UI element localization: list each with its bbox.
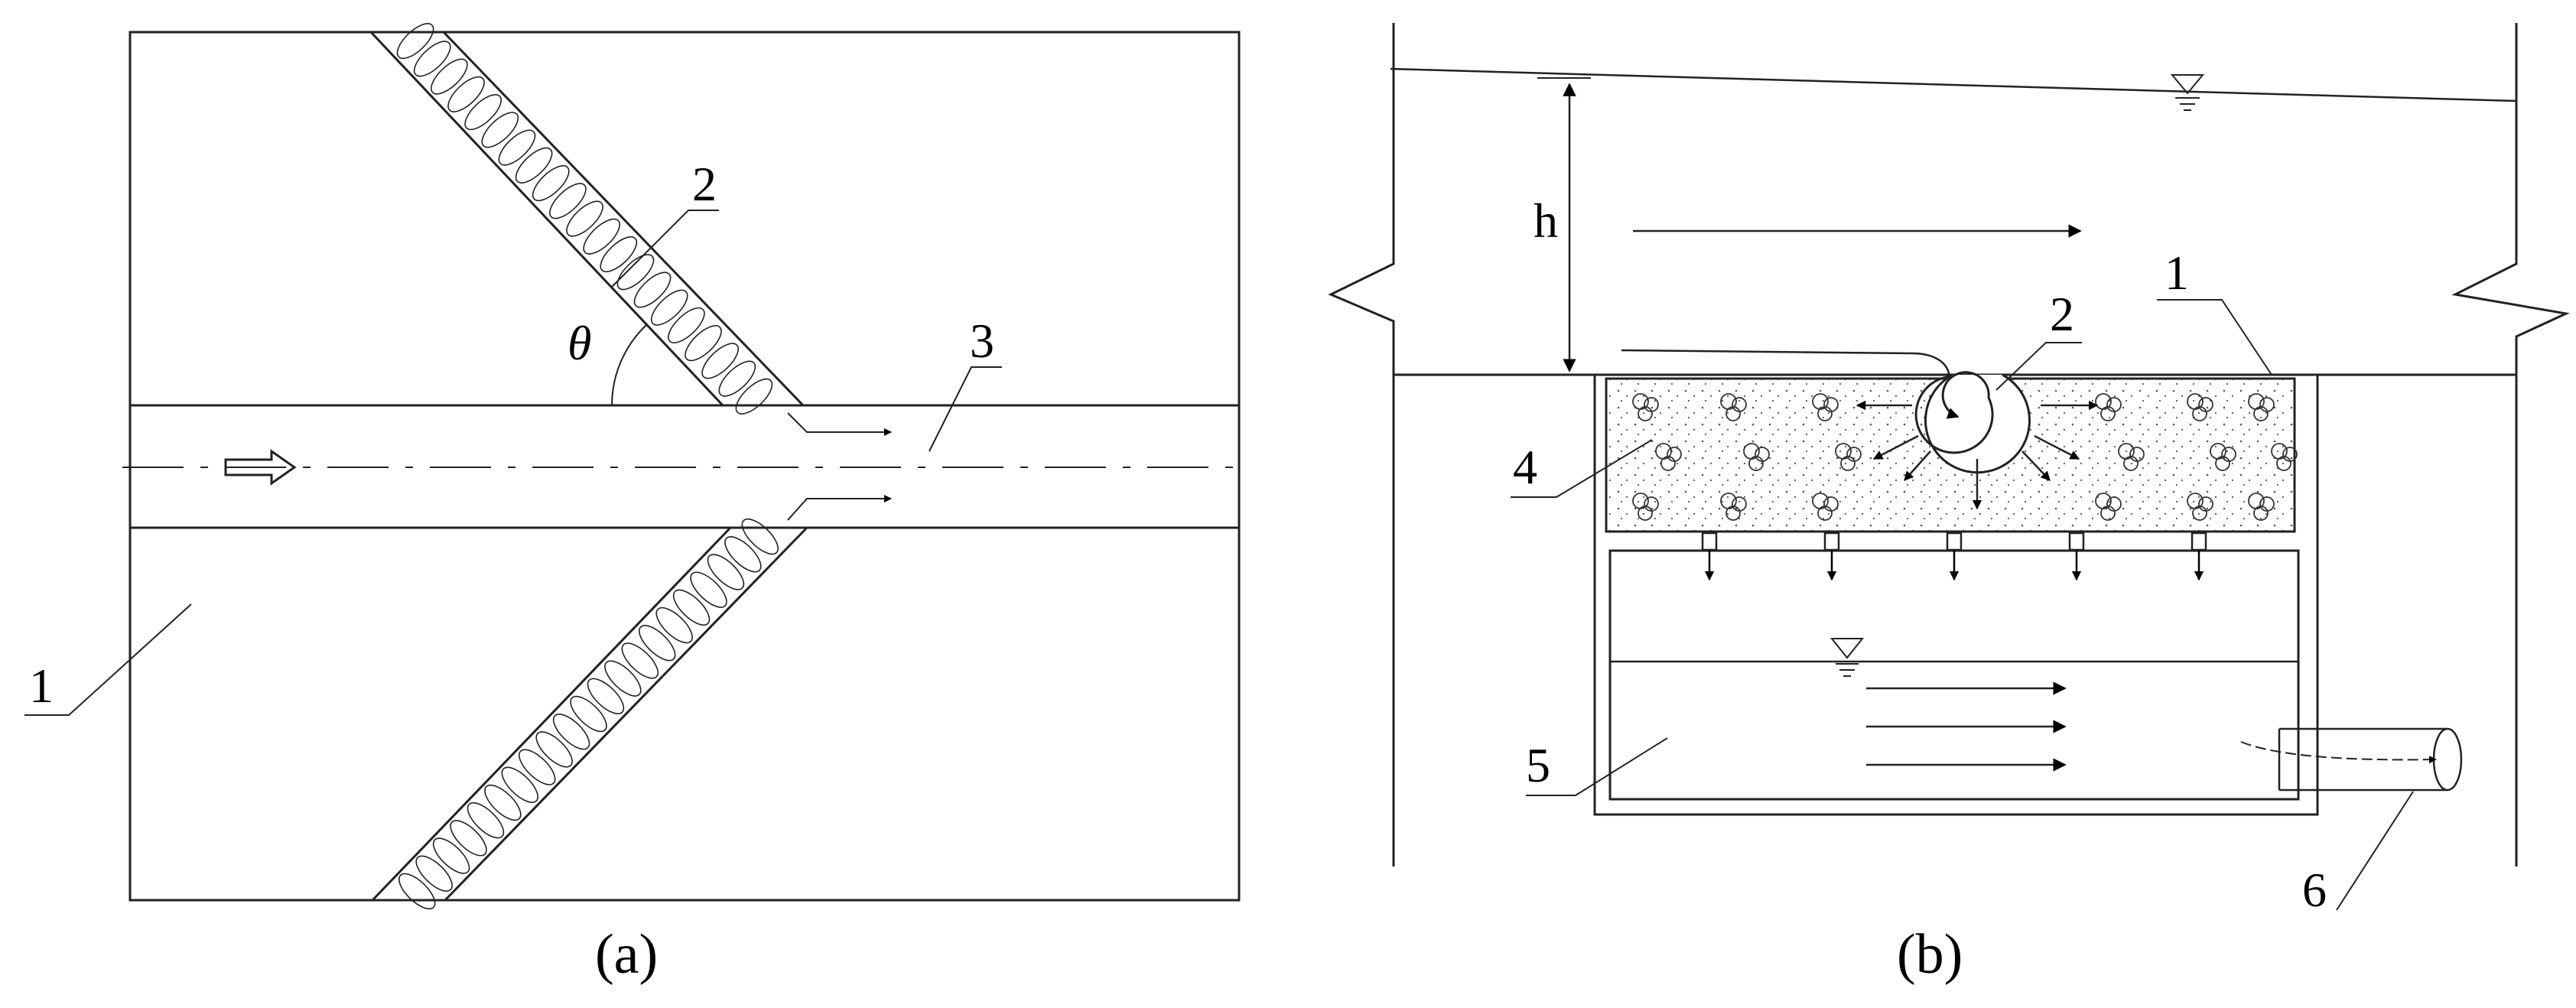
label-2-b: 2 <box>2050 287 2074 341</box>
outlet-arrow-upper <box>787 412 892 436</box>
tank-outer <box>1593 375 2319 816</box>
left-wall <box>1328 23 1395 375</box>
drip-outlets <box>1701 532 2207 581</box>
outlet-arrow-lower <box>787 495 892 521</box>
lower-diagonal-drain <box>371 518 808 910</box>
water-surface <box>1390 67 2517 102</box>
label-1-a: 1 <box>29 658 54 713</box>
water-level-symbol <box>2170 74 2205 111</box>
label-5-b: 5 <box>1526 738 1550 792</box>
label-1-b-leader <box>2157 299 2272 376</box>
label-6-b: 6 <box>2302 863 2327 917</box>
radial-outflow-arrows <box>1856 400 2099 510</box>
caption-a: (a) <box>595 923 658 986</box>
panel-a <box>24 23 1243 910</box>
label-6-b-leader <box>2336 791 2414 911</box>
right-wall <box>2451 23 2571 375</box>
upper-diagonal-drain <box>369 23 805 415</box>
label-5-b-leader <box>1526 737 1668 796</box>
flow-direction-arrow <box>224 449 297 486</box>
caption-b: (b) <box>1897 923 1963 986</box>
label-2-b-leader <box>1995 342 2082 391</box>
label-h: h <box>1534 193 1558 248</box>
label-2-a: 2 <box>692 157 717 211</box>
label-3-leader <box>929 366 1002 452</box>
theta-angle-arc <box>611 324 647 406</box>
chamber-water-level-symbol <box>1830 638 1865 677</box>
gravel-symbols <box>1632 393 2298 521</box>
label-1-b: 1 <box>2165 245 2189 300</box>
outlet-pipe <box>2240 727 2463 792</box>
label-3-a: 3 <box>970 314 994 368</box>
label-4-b-leader <box>1511 439 1653 498</box>
label-4-b: 4 <box>1513 440 1537 494</box>
site-boundary <box>128 31 1241 902</box>
theta-label: θ <box>568 316 591 370</box>
panel-b <box>1328 23 2571 911</box>
collection-chamber <box>1608 549 2300 801</box>
label-2-leader <box>611 210 719 288</box>
label-1-leader <box>24 603 192 716</box>
